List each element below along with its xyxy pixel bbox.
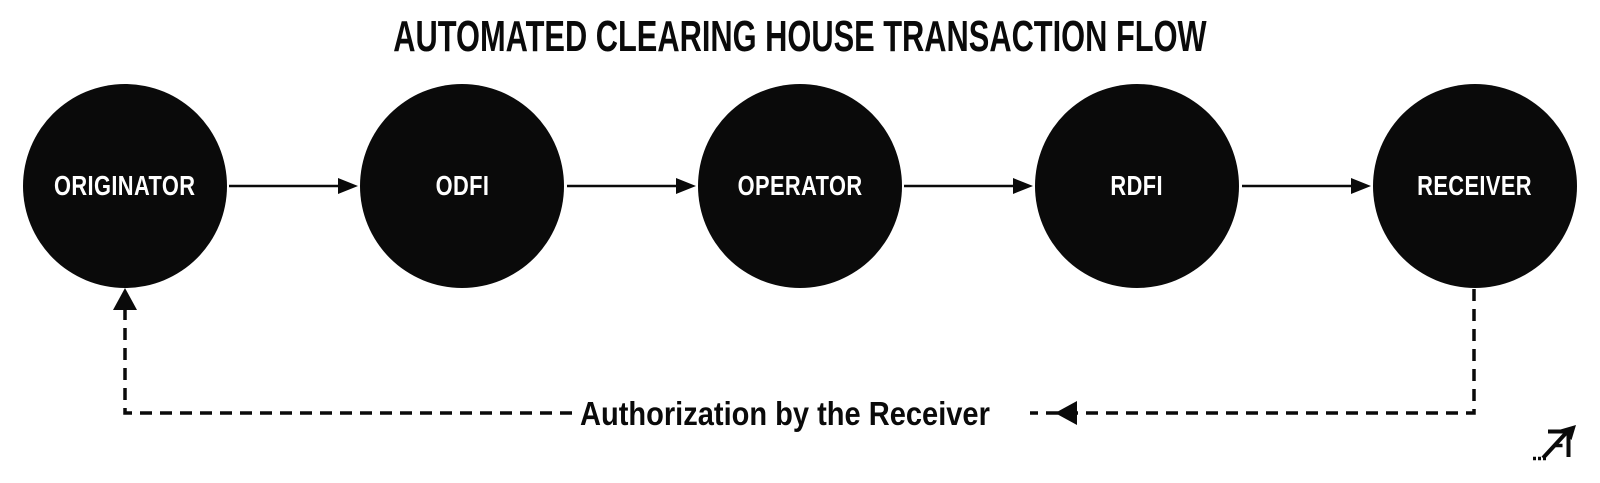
arrow-rdfi-to-receiver: [1242, 178, 1371, 194]
triangle-left-icon: [1054, 401, 1077, 425]
node-operator-label: OPERATOR: [737, 170, 863, 201]
node-rdfi: RDFI: [1035, 84, 1239, 288]
diagram-title: AUTOMATED CLEARING HOUSE TRANSACTION FLO…: [393, 12, 1207, 61]
node-rdfi-label: RDFI: [1110, 170, 1164, 201]
feedback-label-container: Authorization by the Receiver: [580, 393, 1077, 433]
node-receiver-label: RECEIVER: [1417, 170, 1533, 201]
node-originator-label: ORIGINATOR: [54, 170, 196, 201]
arrow-up-right-logo-icon: [1533, 425, 1576, 461]
arrow-operator-to-rdfi: [904, 178, 1033, 194]
node-odfi: ODFI: [360, 84, 564, 288]
arrow-originator-to-odfi: [229, 178, 358, 194]
feedback-label: Authorization by the Receiver: [580, 394, 990, 432]
title-container: AUTOMATED CLEARING HOUSE TRANSACTION FLO…: [0, 15, 1600, 59]
feedback-up-arrowhead-icon: [113, 288, 137, 310]
node-originator: ORIGINATOR: [23, 84, 227, 288]
node-receiver: RECEIVER: [1373, 84, 1577, 288]
feedback-dashed-path: [113, 288, 1476, 415]
arrow-odfi-to-operator: [567, 178, 696, 194]
node-odfi-label: ODFI: [435, 170, 489, 201]
node-operator: OPERATOR: [698, 84, 902, 288]
